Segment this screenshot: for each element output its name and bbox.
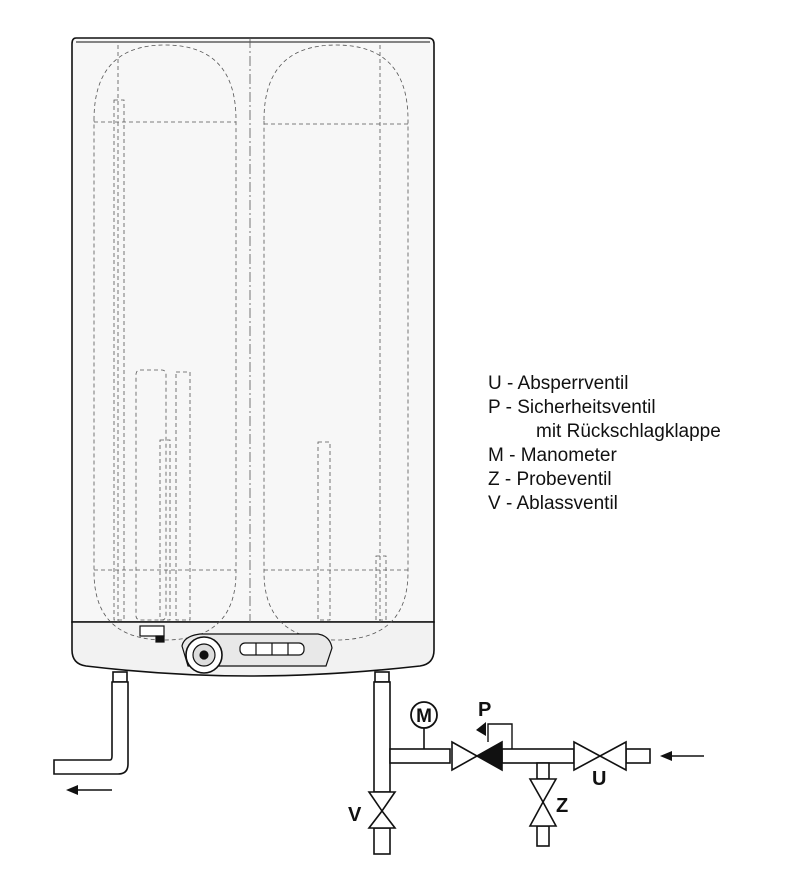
terminal-block xyxy=(139,625,165,637)
legend: U - Absperrventil P - Sicherheitsventil … xyxy=(488,372,721,516)
safety-valve-label: P xyxy=(478,699,491,721)
lower-drain-pipe xyxy=(373,827,391,855)
safety-valve-discharge xyxy=(487,723,513,749)
test-valve-bottom-cone xyxy=(528,800,558,827)
test-valve-top-cone xyxy=(528,778,558,804)
shutoff-valve-label: U xyxy=(592,768,606,790)
legend-item-m: M - Manometer xyxy=(488,445,617,466)
legend-item-v: V - Ablassventil xyxy=(488,493,618,514)
shutoff-valve-left-cone xyxy=(573,740,602,772)
drain-valve-label: V xyxy=(348,804,362,826)
legend-item-z: Z - Probeventil xyxy=(488,469,612,490)
water-heater xyxy=(71,37,435,677)
drain-valve: V xyxy=(348,791,397,829)
right-inlet-tube xyxy=(375,555,387,621)
safety-valve-left-cone xyxy=(451,740,479,772)
safety-valve: P xyxy=(451,699,503,772)
left-inlet-tube xyxy=(113,99,125,621)
test-valve-stem-top xyxy=(536,762,550,780)
right-tank-outline xyxy=(263,44,409,641)
test-valve-label: Z xyxy=(556,795,568,817)
cold-water-inlet xyxy=(373,671,704,855)
discharge-arrowhead xyxy=(476,722,486,736)
manometer-gauge xyxy=(410,701,438,729)
outlet-arrowhead xyxy=(66,785,78,795)
legend-item-u: U - Absperrventil xyxy=(488,373,629,394)
control-panel xyxy=(139,625,333,674)
shutoff-valve: U xyxy=(573,740,627,790)
temperature-dial-center xyxy=(199,650,209,660)
safety-valve-right-cone xyxy=(475,740,503,772)
inlet-end-pipe xyxy=(625,748,651,764)
legend-item-p-continued: mit Rückschlagklappe xyxy=(536,421,721,442)
inlet-fitting xyxy=(374,671,390,683)
test-valve: Z xyxy=(528,778,568,827)
thermostat-sleeve-1 xyxy=(159,439,171,621)
manometer: M xyxy=(410,701,438,729)
vertical-riser-pipe xyxy=(373,681,391,793)
heating-element xyxy=(135,369,167,621)
test-valve-stem-bottom xyxy=(536,825,550,847)
outlet-pipe xyxy=(53,681,129,775)
hot-water-outlet xyxy=(53,671,129,795)
anode-rod xyxy=(317,441,331,621)
pipe-between-p-and-u xyxy=(501,748,575,764)
manometer-label: M xyxy=(416,706,432,727)
drain-valve-top-cone xyxy=(367,791,397,813)
horizontal-main-pipe xyxy=(389,748,451,764)
shutoff-valve-right-cone xyxy=(598,740,627,772)
drain-valve-bottom-cone xyxy=(367,809,397,829)
hidden-tanks xyxy=(93,38,409,641)
thermostat-sleeve-2 xyxy=(175,371,191,621)
outlet-fitting xyxy=(112,671,128,683)
legend-item-p: P - Sicherheitsventil xyxy=(488,397,656,418)
inlet-arrowhead xyxy=(660,751,672,761)
terminal-screw xyxy=(155,635,165,643)
left-tank-outline xyxy=(93,44,237,641)
